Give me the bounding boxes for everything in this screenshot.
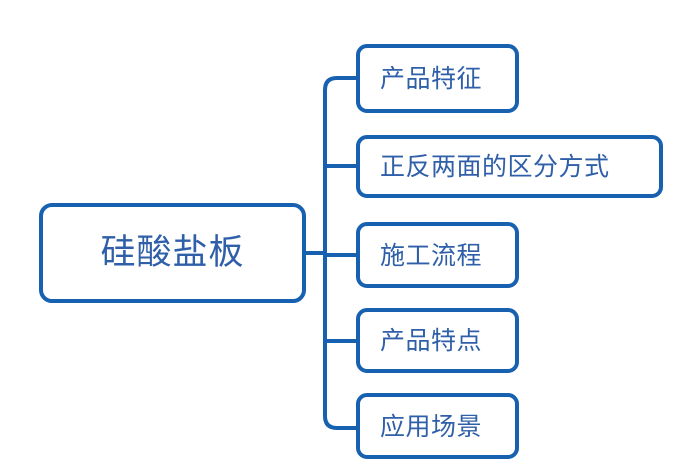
mind-map-child-node-2[interactable]: 正反两面的区分方式 xyxy=(356,135,663,198)
child-node-label-2: 正反两面的区分方式 xyxy=(380,152,610,181)
mind-map-root-node[interactable]: 硅酸盐板 xyxy=(39,203,306,303)
root-node-label: 硅酸盐板 xyxy=(100,232,245,273)
child-node-label-1: 产品特征 xyxy=(380,64,483,93)
mind-map-child-node-3[interactable]: 施工流程 xyxy=(356,222,519,288)
child-node-label-3: 施工流程 xyxy=(380,240,483,270)
mind-map-child-node-4[interactable]: 产品特点 xyxy=(356,308,519,373)
child-node-label-4: 产品特点 xyxy=(380,326,483,355)
mind-map-child-node-5[interactable]: 应用场景 xyxy=(356,393,519,459)
mind-map-child-node-1[interactable]: 产品特征 xyxy=(356,44,519,113)
child-node-label-5: 应用场景 xyxy=(380,411,483,441)
